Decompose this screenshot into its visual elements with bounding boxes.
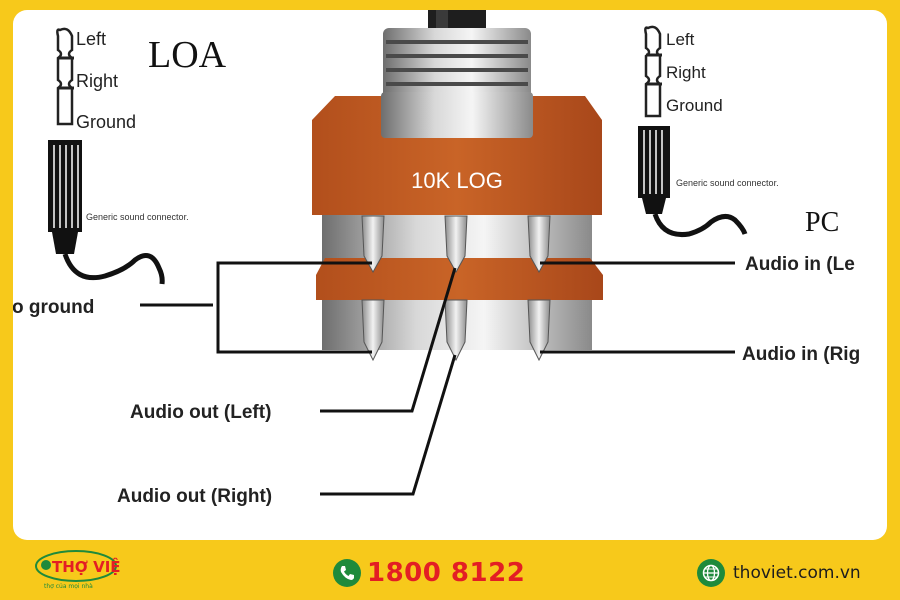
audio-in-right-label: Audio in (Rig <box>742 344 860 365</box>
worker-icon <box>41 560 51 570</box>
right-jack-label-right: Right <box>666 63 706 82</box>
left-device-label: LOA <box>148 34 227 76</box>
ground-pin-label: o ground <box>13 297 94 318</box>
audio-out-right-label: Audio out (Right) <box>117 486 272 507</box>
wiring <box>140 261 735 496</box>
audio-in-left-label: Audio in (Le <box>745 254 855 275</box>
website-url[interactable]: thoviet.com.vn <box>733 563 861 583</box>
right-jack-label-ground: Ground <box>666 96 723 115</box>
diagram-panel: Left Right Ground Generic sound connecto… <box>13 10 887 540</box>
left-jack-label-left: Left <box>76 29 106 49</box>
left-audio-jack: Left Right Ground Generic sound connecto… <box>48 27 192 290</box>
potentiometer-label: 10K LOG <box>411 168 503 193</box>
footer-bar: THỢ VIỆT thợ của mọi nhà 1800 8122 thovi… <box>0 540 900 600</box>
left-jack-caption: Generic sound connector. <box>86 212 189 222</box>
right-jack-caption: Generic sound connector. <box>676 178 779 188</box>
audio-out-left-label: Audio out (Left) <box>130 402 271 423</box>
phone-icon <box>333 559 361 587</box>
right-device-label: PC <box>805 207 839 238</box>
potentiometer: 10K LOG <box>312 10 603 362</box>
left-jack-label-right: Right <box>76 71 118 91</box>
globe-icon <box>697 559 725 587</box>
phone-number[interactable]: 1800 8122 <box>367 558 526 588</box>
left-jack-label-ground: Ground <box>76 112 136 132</box>
right-jack-label-left: Left <box>666 30 695 49</box>
brand-logo: THỢ VIỆT thợ của mọi nhà <box>35 550 120 590</box>
potentiometer-wiring-diagram: Left Right Ground Generic sound connecto… <box>13 10 860 507</box>
hotline[interactable]: 1800 8122 <box>333 558 525 588</box>
website-link[interactable]: thoviet.com.vn <box>697 558 861 588</box>
right-audio-jack: Left Right Ground Generic sound connecto… <box>638 24 779 242</box>
brand-name: THỢ VIỆT <box>52 556 120 576</box>
brand-tagline: thợ của mọi nhà <box>44 583 93 590</box>
